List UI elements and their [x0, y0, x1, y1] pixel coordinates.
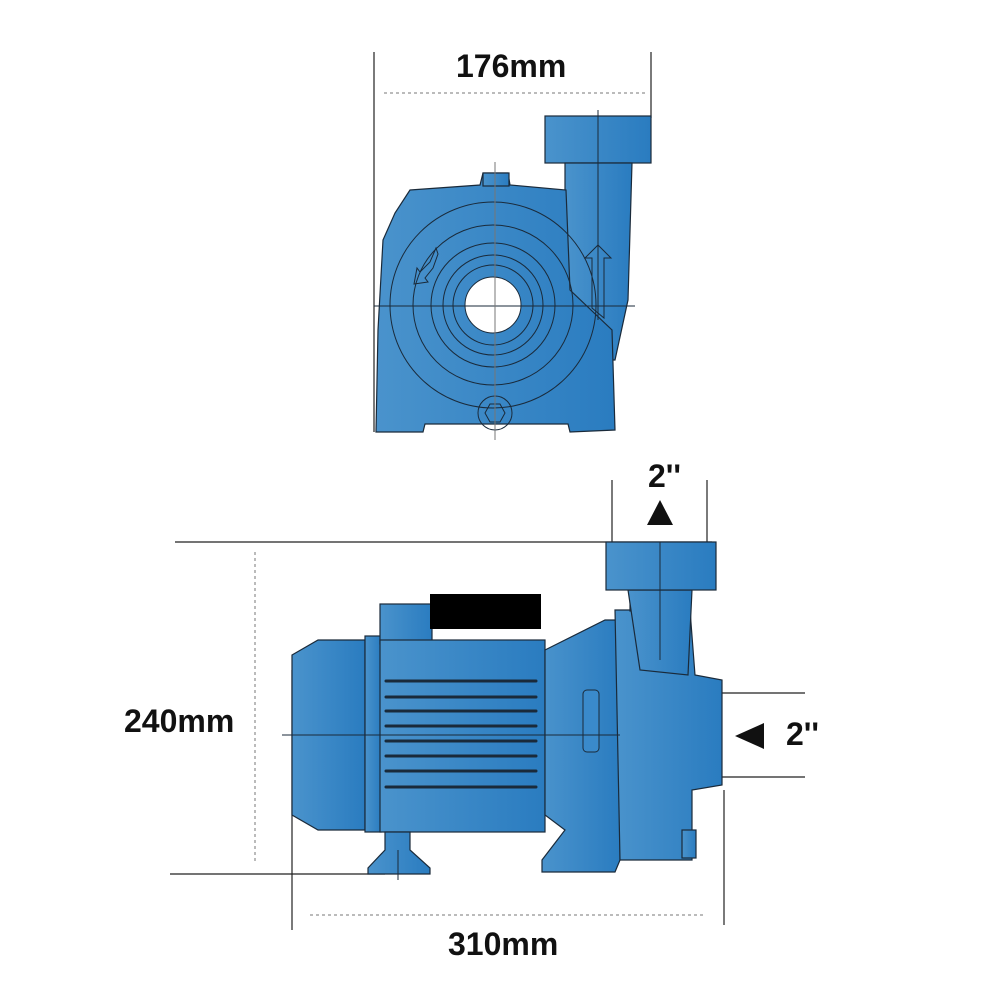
volute-ring: [389, 201, 597, 409]
rotation-arrow-icon: [413, 246, 439, 285]
width-label: 176mm: [456, 48, 567, 84]
drain-plug-hex: [484, 403, 506, 423]
drain-plug-side: [681, 829, 697, 859]
length-label: 310mm: [448, 926, 559, 962]
seal-ring: [442, 254, 544, 356]
motor-foot: [367, 831, 431, 875]
priming-plug: [482, 172, 510, 187]
outlet-connector: [605, 541, 717, 591]
volute-inner-ring: [412, 224, 574, 386]
inlet-arrow-icon: [735, 723, 764, 749]
motor-body: [379, 639, 546, 833]
pump-bracket: [541, 619, 621, 873]
height-label: 240mm: [124, 703, 235, 739]
inlet-size-label: 2'': [786, 716, 820, 752]
inlet-ring: [452, 264, 534, 346]
pump-side-view: [170, 480, 805, 930]
pump-casing: [614, 609, 723, 861]
motor-end-ring: [364, 635, 382, 833]
bracket-window: [582, 689, 600, 753]
inlet-hole: [464, 276, 522, 334]
seal-ring-outer: [430, 242, 556, 368]
outlet-size-label: 2'': [648, 458, 682, 494]
capacitor-housing: [379, 603, 433, 645]
terminal-box: [430, 594, 541, 629]
outlet-arrow-icon: [647, 500, 673, 525]
cooling-fins: [384, 679, 538, 789]
pump-front-view: [373, 52, 652, 440]
